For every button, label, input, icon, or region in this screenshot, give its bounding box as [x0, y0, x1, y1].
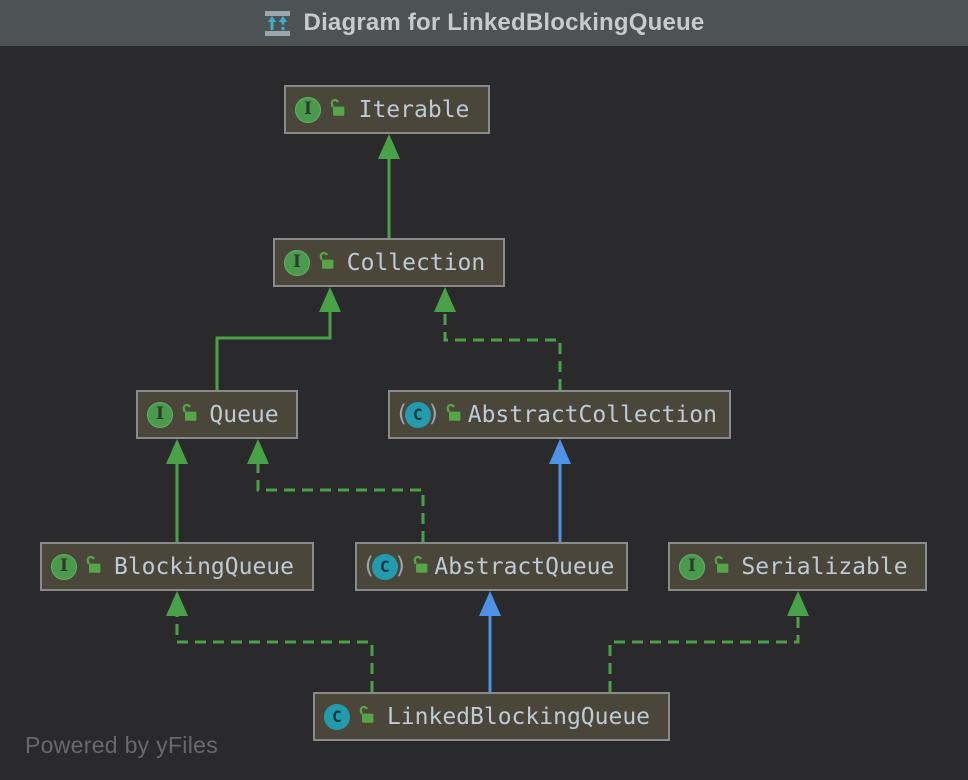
arrowhead-abstract-queue-abstract-collection [549, 439, 571, 464]
node-queue[interactable]: I Queue [136, 390, 298, 439]
unlocked-lock-icon [411, 555, 429, 579]
arrowhead-queue-collection [319, 287, 341, 312]
type-letter: I [293, 252, 301, 272]
interface-icon: I [284, 249, 310, 276]
node-serializable[interactable]: I Serializable [668, 542, 927, 591]
arrowhead-linked-blocking-queue-blocking-queue [166, 591, 188, 616]
interface-icon: I [147, 401, 173, 428]
node-iterable[interactable]: I Iterable [284, 85, 490, 134]
interface-icon: I [51, 553, 77, 580]
window-title: Diagram for LinkedBlockingQueue [303, 9, 705, 36]
abstract-paren-right: ) [426, 401, 441, 427]
edge-abstract-collection-collection [443, 311, 562, 390]
unlocked-lock-icon [84, 555, 102, 579]
titlebar: Diagram for LinkedBlockingQueue [0, 0, 968, 46]
unlocked-lock-icon [317, 251, 335, 275]
type-letter: I [60, 556, 68, 576]
type-letter: I [304, 99, 312, 119]
interface-icon: I [295, 96, 321, 123]
type-letter: I [688, 556, 696, 576]
arrowhead-abstract-collection-collection [434, 287, 456, 312]
abstract-paren-left: ( [362, 553, 376, 579]
class-icon: C [324, 703, 350, 730]
node-label: AbstractCollection [467, 401, 717, 428]
type-letter: C [380, 556, 390, 576]
node-blocking-queue[interactable]: I BlockingQueue [40, 542, 314, 591]
arrowhead-linked-blocking-queue-serializable [787, 591, 809, 616]
node-linked-blocking-queue[interactable]: C LinkedBlockingQueue [313, 692, 670, 741]
type-letter: I [156, 404, 164, 424]
node-label: BlockingQueue [113, 553, 294, 580]
node-label: Iterable [358, 96, 470, 123]
edge-linked-blocking-queue-serializable [608, 615, 800, 692]
node-label: Collection [346, 249, 486, 276]
unlocked-lock-icon [357, 705, 375, 729]
type-letter: C [413, 404, 423, 424]
node-label: Serializable [741, 553, 908, 580]
node-label: AbstractQueue [434, 553, 615, 580]
node-collection[interactable]: I Collection [273, 238, 505, 287]
abstract-paren-left: ( [395, 401, 409, 427]
unlocked-lock-icon [328, 98, 346, 122]
abstract-class-icon: C [371, 553, 398, 580]
edge-linked-blocking-queue-blocking-queue [175, 615, 374, 692]
yfiles-watermark: Powered by yFiles [25, 732, 219, 758]
node-abstract-queue[interactable]: (C) AbstractQueue [355, 542, 628, 591]
type-letter: C [332, 706, 342, 726]
diagram-icon [264, 10, 290, 36]
edge-abstract-queue-queue [256, 463, 425, 542]
node-label: LinkedBlockingQueue [386, 703, 651, 730]
unlocked-lock-icon [180, 403, 198, 427]
edge-queue-collection [215, 311, 332, 390]
arrowhead-blocking-queue-queue [166, 439, 188, 464]
unlocked-lock-icon [444, 403, 462, 427]
unlocked-lock-icon [712, 555, 730, 579]
node-abstract-collection[interactable]: (C) AbstractCollection [388, 390, 731, 439]
arrowhead-abstract-queue-queue [247, 439, 269, 464]
interface-icon: I [679, 553, 705, 580]
arrowhead-collection-iterable [378, 134, 400, 159]
arrowhead-linked-blocking-queue-abstract-queue [479, 591, 501, 616]
abstract-paren-right: ) [393, 553, 408, 579]
abstract-class-icon: C [404, 401, 431, 428]
node-label: Queue [209, 401, 279, 428]
